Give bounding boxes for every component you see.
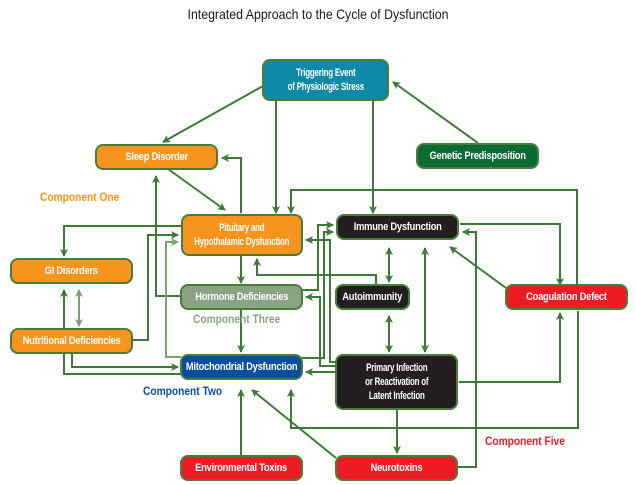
node-text: Latent Infection [368, 390, 425, 402]
node-text: Triggering Event [295, 67, 356, 79]
node-environmental-toxins: Environmental Toxins [180, 455, 303, 481]
node-hormone-deficiencies: Hormone Deficiencies [180, 284, 303, 310]
edge-autoimmunity-to-pituitary [253, 258, 377, 284]
edge-mito-to-pituitary [165, 238, 181, 358]
edge-coag-to-mito [287, 311, 579, 429]
edge-sleep-to-pituitary [167, 168, 226, 211]
edge-nutrition-to-mito-1 [71, 353, 179, 371]
node-gi-disorders: GI Disorders [10, 258, 133, 284]
edge-hormone-to-immune [302, 221, 334, 291]
node-sleep-disorder: Sleep Disorder [95, 144, 218, 170]
node-text: or Reactivation of [364, 376, 429, 388]
edge-primary-to-hormone [305, 293, 336, 367]
edge-primary-to-pituitary [305, 236, 336, 363]
edge-neurotoxins-to-immune [457, 228, 477, 468]
node-nutritional-deficiencies: Nutritional Deficiencies [10, 328, 133, 354]
edge-trigger-to-sleep [162, 85, 264, 143]
edge-mito-to-immune [302, 228, 334, 359]
edge-neurotoxins-to-mito [251, 389, 337, 459]
node-mitochondrial-dysfunction: Mitochondrial Dysfunction [180, 354, 303, 380]
diagram-title: Integrated Approach to the Cycle of Dysf… [187, 6, 449, 22]
component-five-label: Component Five [485, 434, 565, 448]
node-immune-dysfunction: Immune Dysfunction [336, 214, 459, 240]
node-text: of Physiologic Stress [287, 81, 364, 93]
edge-nutrition-to-mito-2 [63, 353, 181, 375]
component-two-label: Component Two [143, 384, 223, 398]
node-triggering-event: Triggering Event of Physiologic Stress [262, 59, 389, 101]
node-autoimmunity: Autoimmunity [335, 284, 410, 310]
node-text: Primary Infection [365, 362, 428, 374]
edge-coag-to-immune [449, 246, 507, 289]
component-one-label: Component One [40, 190, 120, 204]
edge-pituitary-to-gi [60, 225, 181, 257]
node-text: Hypothalamic Dysfunction [194, 236, 290, 248]
edge-immune-to-coag [460, 223, 564, 286]
node-coagulation-defect: Coagulation Defect [505, 284, 628, 310]
node-text: Pituitary and [219, 222, 265, 234]
node-neurotoxins: Neurotoxins [335, 455, 458, 481]
edge-nutrition-to-pituitary [133, 231, 179, 341]
node-genetic-predisposition: Genetic Predisposition [416, 143, 539, 169]
edge-genetic-to-trigger [392, 81, 479, 144]
edge-hormone-to-sleep [152, 175, 181, 297]
edge-primary-to-coag [459, 312, 564, 383]
component-three-label: Component Three [193, 312, 281, 326]
node-primary-infection: Primary Infection or Reactivation of Laten… [335, 354, 458, 410]
edge-coag-loop-to-pituitary [287, 189, 578, 287]
edge-pituitary-to-sleep [221, 154, 242, 213]
